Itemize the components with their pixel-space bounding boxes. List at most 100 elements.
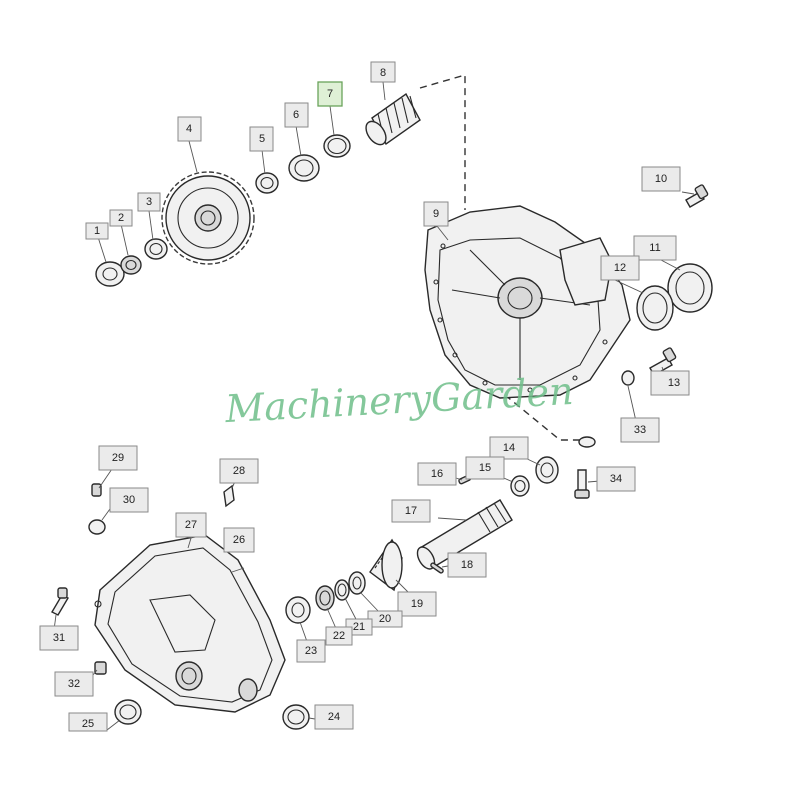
part-7-shim [323, 134, 351, 158]
callout-9: 9 [423, 201, 449, 227]
svg-text:1: 1 [94, 225, 100, 237]
callout-29: 29 [98, 445, 138, 471]
svg-text:15: 15 [479, 462, 491, 474]
svg-text:2: 2 [118, 212, 124, 224]
svg-text:4: 4 [186, 123, 192, 135]
part-12-gasket [636, 285, 674, 331]
svg-text:26: 26 [233, 534, 245, 546]
svg-text:10: 10 [655, 173, 667, 185]
callout-20: 20 [367, 610, 403, 628]
svg-text:9: 9 [433, 208, 439, 220]
part-31-bolt [51, 587, 69, 616]
svg-text:22: 22 [333, 630, 345, 642]
callout-6: 6 [284, 102, 309, 128]
callout-5: 5 [249, 126, 274, 152]
callout-33: 33 [620, 417, 660, 443]
part-25-seal [114, 699, 142, 725]
part-15-bearing [510, 475, 530, 497]
callout-25: 25 [68, 712, 108, 732]
svg-text:34: 34 [610, 473, 622, 485]
svg-text:27: 27 [185, 519, 197, 531]
part-14-seal [535, 456, 559, 484]
callout-15: 15 [465, 456, 505, 480]
callout-27: 27 [175, 512, 207, 538]
part-1-seal [95, 261, 125, 287]
callout-28: 28 [219, 458, 259, 484]
callout-12: 12 [600, 255, 640, 281]
callout-19: 19 [397, 591, 437, 617]
callout-2: 2 [109, 209, 133, 227]
svg-text:18: 18 [461, 559, 473, 571]
callout-24: 24 [314, 704, 354, 730]
part-29-plug [91, 483, 102, 497]
part-26-lower-housing [94, 534, 286, 713]
callout-34: 34 [596, 466, 636, 492]
part-28-fitting [223, 484, 235, 508]
svg-text:32: 32 [68, 678, 80, 690]
callout-1: 1 [85, 222, 109, 240]
callout-23: 23 [296, 639, 326, 663]
svg-text:11: 11 [649, 242, 660, 254]
callout-16: 16 [417, 462, 457, 486]
svg-text:7: 7 [327, 88, 333, 100]
part-6-bearing-cup [288, 154, 320, 182]
part-20-bearing [348, 571, 366, 595]
svg-text:3: 3 [146, 196, 152, 208]
part-18-pin [430, 562, 444, 574]
part-32-plug [94, 661, 107, 675]
part-3-bearing [144, 238, 168, 260]
part-21-shim [334, 579, 350, 601]
part-2-ring [120, 255, 142, 275]
callout-labels: 1 2 3 4 5 6 7 8 9 10 11 12 13 14 15 16 1… [39, 61, 690, 732]
part-34-bolt [574, 469, 590, 499]
callout-30: 30 [109, 487, 149, 513]
callout-11: 11 [633, 235, 677, 261]
part-30-cap [88, 519, 106, 535]
svg-text:21: 21 [353, 621, 365, 633]
svg-text:20: 20 [379, 613, 391, 625]
housing-bolt-holes [433, 243, 608, 393]
svg-text:28: 28 [233, 465, 245, 477]
svg-text:33: 33 [634, 424, 646, 436]
part-9-gear-housing [424, 205, 631, 399]
callout-4: 4 [177, 116, 202, 142]
svg-text:25: 25 [82, 718, 94, 730]
part-10-bolt [685, 184, 709, 208]
part-4-gear [161, 171, 255, 265]
callout-10: 10 [641, 166, 681, 192]
svg-text:6: 6 [293, 109, 299, 121]
callout-3: 3 [137, 192, 161, 212]
callout-31: 31 [39, 625, 79, 651]
part-22-bearing [315, 585, 335, 611]
part-5-bearing [255, 172, 279, 194]
svg-text:14: 14 [503, 442, 515, 454]
svg-text:24: 24 [328, 711, 340, 723]
callout-7: 7 [317, 81, 343, 107]
svg-text:29: 29 [112, 452, 124, 464]
callout-26: 26 [223, 527, 255, 553]
part-19-bevel-gear [369, 538, 403, 592]
callout-8: 8 [370, 61, 396, 83]
svg-text:31: 31 [53, 632, 65, 644]
assembly-guide-lines [419, 74, 590, 441]
part-8-splined-shaft [365, 92, 421, 146]
part-33-washer [578, 370, 635, 448]
part-11-cover-plate [667, 263, 713, 313]
svg-text:8: 8 [380, 67, 386, 79]
svg-text:23: 23 [305, 645, 317, 657]
callout-18: 18 [447, 552, 487, 578]
svg-text:19: 19 [411, 598, 423, 610]
callout-22: 22 [325, 626, 353, 646]
part-24-seal [282, 704, 310, 730]
part-17-pinion-shaft [416, 499, 513, 570]
callout-17: 17 [391, 499, 431, 523]
callout-14: 14 [489, 436, 529, 460]
svg-text:12: 12 [614, 262, 626, 274]
svg-text:17: 17 [405, 505, 417, 517]
svg-text:16: 16 [431, 468, 443, 480]
watermark-text: MachineryGarden [223, 369, 574, 431]
callout-32: 32 [54, 671, 94, 697]
leader-lines [53, 81, 695, 731]
callout-13: 13 [650, 370, 690, 396]
